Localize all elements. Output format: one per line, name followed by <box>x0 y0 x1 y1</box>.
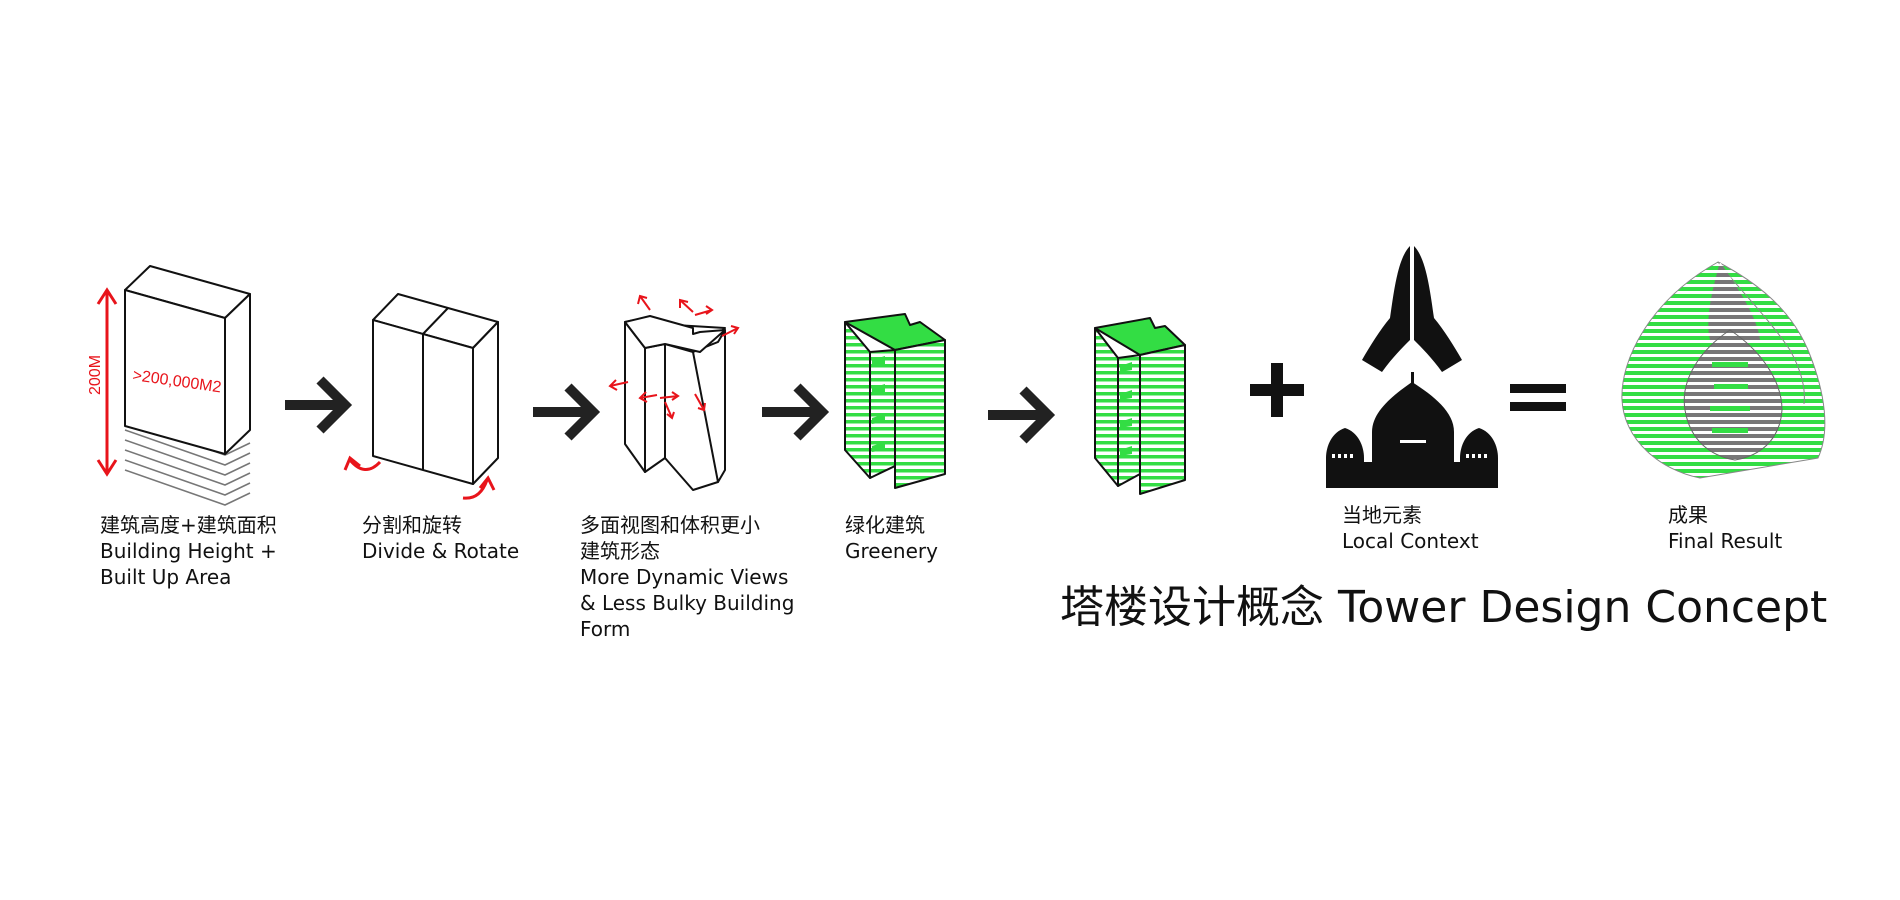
step5-label-zh: 当地元素 <box>1342 503 1422 527</box>
step3-massing <box>624 315 726 491</box>
sky-garden-icon <box>872 356 885 452</box>
step1-label: 建筑高度+建筑面积 Building Height + Built Up Are… <box>100 512 277 590</box>
step1-massing: 200M >200,000M2 <box>87 265 251 506</box>
step4-label-zh: 绿化建筑 <box>845 513 925 537</box>
step1-label-en2: Built Up Area <box>100 565 232 589</box>
step4-label-en1: Greenery <box>845 539 938 563</box>
step3-label-zh2: 建筑形态 <box>580 539 660 563</box>
floor-plates-icon <box>124 419 251 506</box>
step3-label-en3: Form <box>580 617 631 641</box>
arrow-right-icon <box>533 383 601 441</box>
height-arrow-icon <box>96 287 118 477</box>
sky-garden-icon <box>1120 362 1132 456</box>
diagram-title: 塔楼设计概念 Tower Design Concept <box>1060 582 1828 633</box>
step3-label-en2: & Less Bulky Building <box>580 591 795 615</box>
step1-label-zh: 建筑高度+建筑面积 <box>100 513 277 537</box>
mosque-icon <box>1326 372 1498 488</box>
height-label: 200M <box>87 355 104 395</box>
final-result-tower <box>1621 261 1826 479</box>
step3-label: 多面视图和体积更小 建筑形态 More Dynamic Views & Less… <box>580 512 794 642</box>
step5-label-en1: Local Context <box>1342 529 1479 553</box>
dynamic-arrows-icon <box>608 294 740 420</box>
step6-label-en1: Final Result <box>1668 529 1783 553</box>
plus-icon <box>1250 363 1304 417</box>
step2-label-en1: Divide & Rotate <box>362 539 520 563</box>
arrow-right-icon <box>285 376 353 434</box>
step2-label-zh: 分割和旋转 <box>362 513 462 537</box>
step2-massing <box>372 293 499 485</box>
step4-label: 绿化建筑 Greenery <box>845 512 938 564</box>
step3-label-en1: More Dynamic Views <box>580 565 789 589</box>
step1-label-en1: Building Height + <box>100 539 277 563</box>
step2-label: 分割和旋转 Divide & Rotate <box>362 512 519 564</box>
step6-label-zh: 成果 <box>1668 503 1708 527</box>
step5-green-tower <box>1094 317 1186 495</box>
step6-label: 成果 Final Result <box>1668 502 1782 554</box>
equals-icon <box>1510 384 1566 411</box>
rotate-arrow-icon <box>343 455 496 500</box>
step4-green-tower <box>844 313 946 489</box>
arrow-right-icon <box>762 383 830 441</box>
building-block-icon <box>124 265 251 455</box>
step3-label-zh1: 多面视图和体积更小 <box>580 513 760 537</box>
praying-hands-icon <box>1362 246 1462 372</box>
arrow-right-icon <box>988 386 1056 444</box>
step5-label: 当地元素 Local Context <box>1342 502 1479 554</box>
